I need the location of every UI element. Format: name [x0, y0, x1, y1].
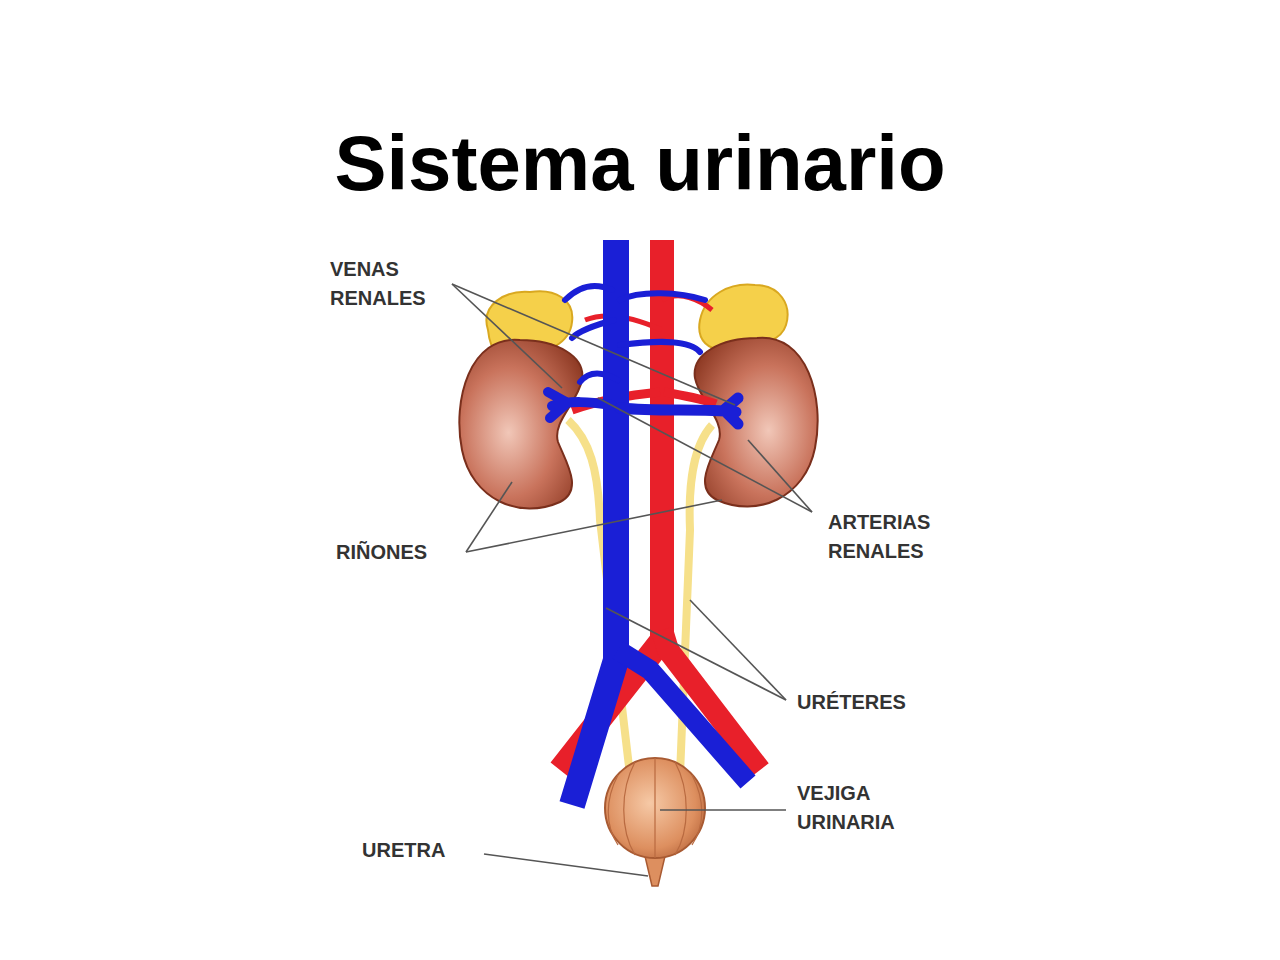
kidney	[695, 338, 818, 507]
renal-vein	[620, 398, 738, 424]
part-label: ARTERIAS RENALES	[828, 508, 958, 566]
bladder	[605, 758, 705, 858]
part-label: RIÑONES	[336, 538, 476, 567]
kidney	[459, 340, 582, 509]
small-vein	[565, 286, 705, 382]
slide-title: Sistema urinario	[0, 118, 1280, 209]
renal-vein	[548, 392, 612, 418]
part-label: URÉTERES	[797, 688, 947, 717]
leader-lines	[452, 284, 812, 876]
part-label: VEJIGA URINARIA	[797, 779, 927, 837]
part-label: VENAS RENALES	[330, 255, 460, 313]
part-label: URETRA	[362, 836, 482, 865]
bladder-striations	[608, 758, 702, 858]
